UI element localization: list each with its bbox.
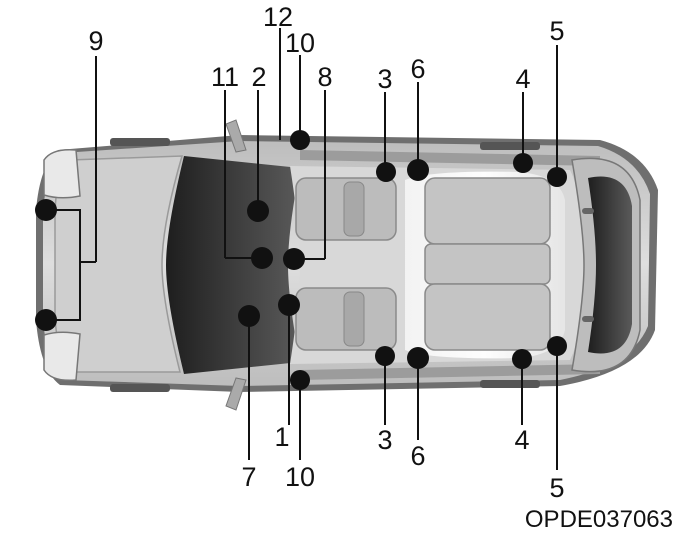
label-2: 2 [251, 62, 266, 92]
label-8: 8 [317, 62, 332, 92]
label-6-top: 6 [410, 54, 425, 84]
label-1: 1 [274, 422, 289, 452]
label-9: 9 [88, 26, 103, 56]
label-4-top: 4 [515, 64, 530, 94]
label-4-bottom: 4 [514, 425, 529, 455]
label-6-bottom: 6 [410, 441, 425, 471]
label-7: 7 [241, 462, 256, 492]
label-10-top: 10 [285, 28, 315, 58]
label-12: 12 [263, 2, 293, 32]
label-5-top: 5 [549, 16, 564, 46]
callout-labels: 12 10 9 11 2 8 3 6 4 5 1 3 6 4 7 10 5 [88, 2, 564, 503]
label-3-bottom: 3 [377, 425, 392, 455]
car-body [36, 119, 658, 411]
label-10-bottom: 10 [285, 462, 315, 492]
leader-lines [46, 28, 558, 470]
figure-code: OPDE037063 [525, 506, 673, 533]
label-5-bottom: 5 [549, 473, 564, 503]
label-11: 11 [211, 62, 239, 92]
label-3-top: 3 [377, 64, 392, 94]
